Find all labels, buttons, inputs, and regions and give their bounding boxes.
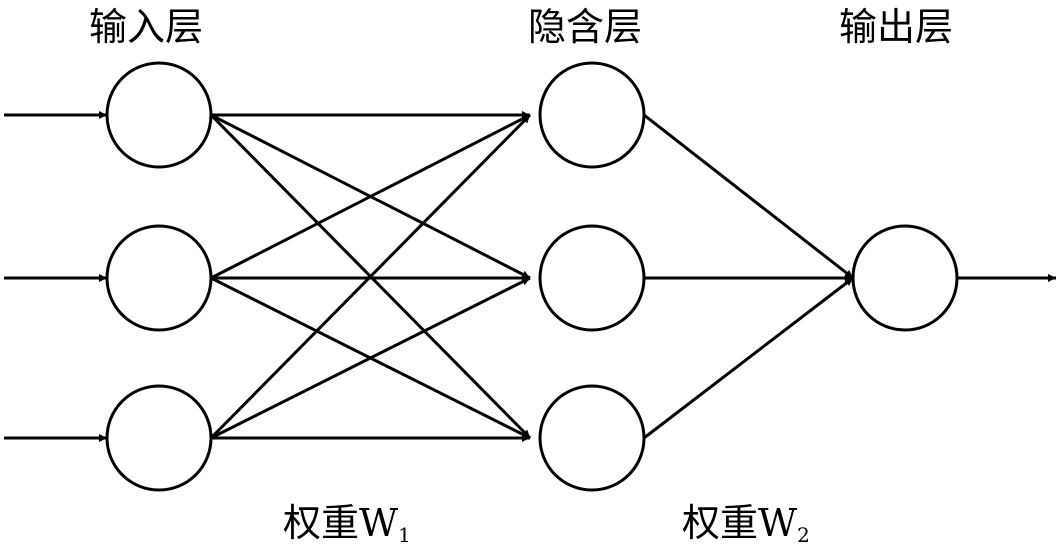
edge-hidden3-output — [643, 276, 854, 440]
hidden-layer-title: 隐含层 — [528, 5, 643, 49]
weight-w1-subscript: 1 — [398, 523, 411, 547]
edge-hidden1-output — [643, 113, 854, 280]
input-layer-title: 输入层 — [89, 5, 204, 49]
edge-input2-hidden1 — [210, 113, 531, 280]
hidden-node-2 — [538, 224, 646, 332]
output-node-1 — [851, 224, 959, 332]
hidden-node-3 — [538, 384, 646, 492]
input-node-1 — [105, 61, 213, 169]
weight-w2-label: 权重W2 — [682, 500, 810, 558]
edge-input3-hidden2 — [210, 276, 531, 440]
hidden-node-1 — [538, 61, 646, 169]
output-layer-title: 输出层 — [839, 5, 954, 49]
input-node-2 — [105, 224, 213, 332]
edge-input3-hidden1 — [209, 113, 532, 440]
weight-w1-prefix: 权重W — [283, 501, 399, 545]
weight-w1-label: 权重W1 — [283, 500, 411, 558]
nodes-group — [105, 61, 959, 492]
connections-group — [4, 111, 1056, 442]
weight-w2-subscript: 2 — [797, 523, 810, 547]
input-node-3 — [105, 384, 213, 492]
weight-w2-prefix: 权重W — [682, 501, 798, 545]
